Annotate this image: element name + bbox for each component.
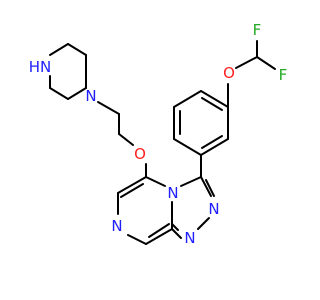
atom-f-right: F [279,66,288,84]
bond [205,179,215,197]
bond [145,228,173,245]
bond [120,183,144,198]
atom-labels: HN N O N N N N O F F [29,21,288,247]
bond [201,97,223,111]
atom-o-aryl: O [223,64,235,82]
bond [197,217,210,230]
atom-n-bridgehead: N [167,184,178,202]
bond [200,176,212,197]
bond [49,87,69,100]
bond [97,101,120,115]
bond [173,90,202,108]
bond [67,43,87,56]
bond [148,223,170,238]
bond [117,176,147,194]
atom-n-pyrazine: N [111,217,122,235]
bond [171,228,182,239]
bond [67,87,87,100]
bonds [49,40,276,245]
bond [127,234,147,245]
bond [200,138,229,156]
atom-o-ether: O [134,145,146,163]
bond [145,176,166,187]
structure-diagram: HN N O N N N N O F F [29,21,288,247]
atom-f-top: F [253,21,262,39]
bond [201,135,223,149]
bond [118,133,134,146]
atom-n-piperazine: N [85,87,96,105]
bond [173,138,202,156]
bond [180,176,202,187]
molecule-canvas: HN N O N N N N O F F [29,21,288,247]
atom-n-triazole-2: N [184,229,195,247]
atom-nh: HN [29,58,52,76]
bond [49,43,69,56]
bond [235,56,258,69]
bond [171,223,179,231]
atom-n-triazole-1: N [208,200,219,218]
bond [200,90,229,108]
bond [256,56,276,70]
